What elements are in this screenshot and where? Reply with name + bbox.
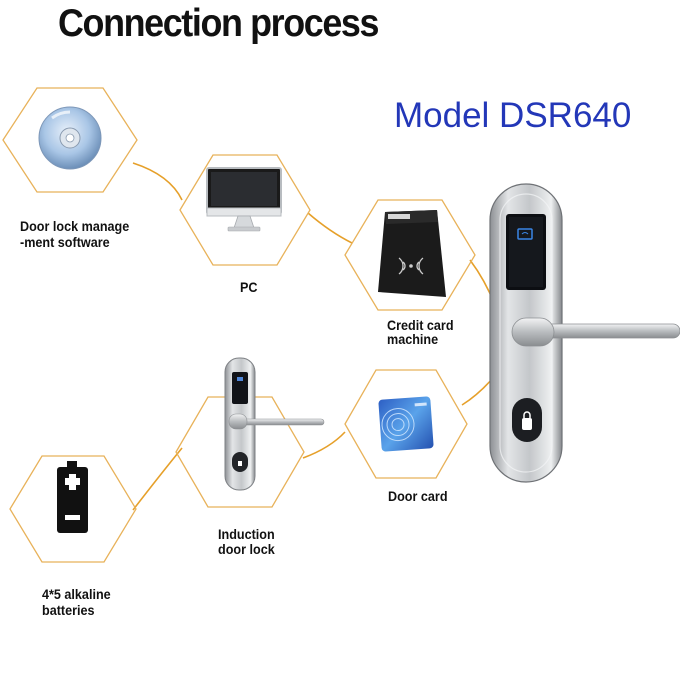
model-label: Model DSR640: [394, 96, 632, 135]
card-reader-icon: [378, 210, 446, 297]
hex-door-card: [344, 369, 468, 479]
connector-lines: [132, 162, 496, 511]
connector-induction-card: [302, 431, 346, 459]
connector-battery-induction: [132, 447, 183, 511]
hex-batteries: [9, 455, 137, 563]
door-lock-icon: [224, 357, 325, 491]
label-induction-lock-line1: Induction: [218, 526, 275, 542]
connector-pc-machine: [307, 212, 353, 244]
hex-card-machine: [344, 199, 476, 311]
hex-induction-lock: [175, 396, 305, 508]
hexagon-frames: [2, 87, 476, 563]
cd-disc-icon: [38, 106, 102, 170]
page-title: Connection process: [58, 2, 379, 45]
label-batteries-line1: 4*5 alkaline: [42, 586, 111, 602]
label-card-machine-line1: Credit card: [387, 317, 454, 333]
label-software-line1: Door lock manage: [20, 218, 130, 234]
label-induction-lock-line2: door lock: [218, 541, 275, 557]
rfid-card-icon: [378, 396, 434, 452]
large-door-lock-image: [489, 183, 680, 483]
hex-pc: [179, 154, 311, 266]
label-batteries-line2: batteries: [42, 602, 95, 618]
label-software-line2: -ment software: [20, 234, 110, 250]
label-card-machine-line2: machine: [387, 331, 439, 347]
battery-icon: [57, 461, 88, 533]
computer-monitor-icon: [206, 167, 282, 232]
connector-software-pc: [132, 162, 183, 201]
hex-software: [2, 87, 138, 193]
connector-card-lock: [461, 377, 494, 406]
label-pc: PC: [240, 279, 258, 295]
label-door-card: Door card: [388, 488, 448, 504]
